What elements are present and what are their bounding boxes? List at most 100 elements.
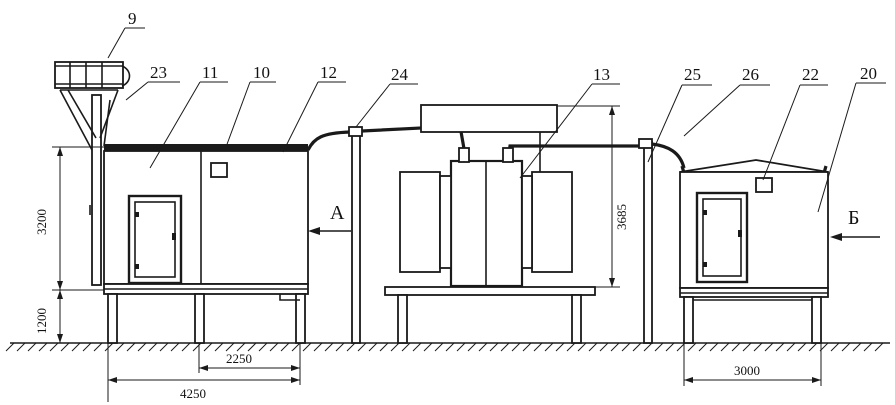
ground-hatch xyxy=(170,342,180,352)
radiator-right xyxy=(531,171,573,273)
ground-hatch xyxy=(203,342,213,352)
ground-hatch xyxy=(445,342,455,352)
left-building xyxy=(103,144,309,344)
ground-hatch xyxy=(247,342,257,352)
ground-hatch xyxy=(258,342,268,352)
ground-hatch xyxy=(588,342,598,352)
callout-20: 20 xyxy=(860,64,877,83)
ground-hatch xyxy=(390,342,400,352)
callout-23: 23 xyxy=(150,63,167,82)
ground-hatch xyxy=(379,342,389,352)
ground-hatch xyxy=(412,342,422,352)
callout-13: 13 xyxy=(593,65,610,84)
ground-hatch xyxy=(280,342,290,352)
ground-hatch xyxy=(467,342,477,352)
ground-hatch xyxy=(544,342,554,352)
ground-hatch xyxy=(863,342,873,352)
ground-hatch xyxy=(852,342,862,352)
callout-11: 11 xyxy=(202,63,218,82)
right-door xyxy=(695,191,749,284)
post-24 xyxy=(351,132,361,344)
ground-hatch xyxy=(775,342,785,352)
callout-26: 26 xyxy=(742,65,759,84)
ground-hatch xyxy=(192,342,202,352)
ground-hatch xyxy=(709,342,719,352)
ground-hatch xyxy=(731,342,741,352)
view-arrow-a: А xyxy=(308,202,351,235)
dim-1200: 1200 xyxy=(34,308,49,334)
left-window xyxy=(210,162,228,178)
transformer-plinth xyxy=(384,286,596,296)
ground-hatch xyxy=(71,342,81,352)
ground-hatch xyxy=(599,342,609,352)
dim-3685: 3685 xyxy=(614,204,629,230)
ground-hatch xyxy=(335,342,345,352)
ground-hatch xyxy=(49,342,59,352)
ground-hatch xyxy=(16,342,26,352)
ground-hatch xyxy=(643,342,653,352)
ground-hatch xyxy=(753,342,763,352)
ground-hatch xyxy=(489,342,499,352)
ground-hatch xyxy=(27,342,37,352)
dim-4250: 4250 xyxy=(180,386,206,401)
callout-10: 10 xyxy=(253,63,270,82)
callout-12: 12 xyxy=(320,63,337,82)
ground-hatch xyxy=(500,342,510,352)
clamp-24 xyxy=(348,126,363,137)
dim-3200: 3200 xyxy=(34,209,49,235)
ground-hatch xyxy=(610,342,620,352)
ground-hatch xyxy=(159,342,169,352)
callouts: 9 23 11 10 12 24 13 25 26 22 xyxy=(107,9,886,213)
dim-3000: 3000 xyxy=(734,363,760,378)
ground-hatch xyxy=(324,342,334,352)
ground-hatch xyxy=(621,342,631,352)
ground-hatch xyxy=(764,342,774,352)
left-pole xyxy=(54,61,131,286)
ground-hatch xyxy=(577,342,587,352)
ground-hatch xyxy=(181,342,191,352)
ground-hatch xyxy=(478,342,488,352)
ground-hatch xyxy=(291,342,301,352)
radiator-left xyxy=(399,171,441,273)
ground-hatch xyxy=(797,342,807,352)
ground-hatch xyxy=(148,342,158,352)
ground-hatch xyxy=(346,342,356,352)
ground-hatch xyxy=(533,342,543,352)
ground-hatch xyxy=(93,342,103,352)
ground-hatch xyxy=(654,342,664,352)
ground-hatch xyxy=(126,342,136,352)
ground-hatch xyxy=(357,342,367,352)
ground-hatch xyxy=(313,342,323,352)
ground-hatch xyxy=(401,342,411,352)
right-building xyxy=(679,159,829,344)
ground-hatch xyxy=(38,342,48,352)
ground-hatch xyxy=(368,342,378,352)
ground-hatch xyxy=(808,342,818,352)
ground-hatch xyxy=(115,342,125,352)
view-label-a: А xyxy=(330,202,345,224)
callout-25: 25 xyxy=(684,65,701,84)
ground-hatch xyxy=(236,342,246,352)
view-arrow-b: Б xyxy=(830,207,880,241)
conservator-tank xyxy=(420,104,558,133)
transformer-area xyxy=(306,104,686,344)
ground-hatch xyxy=(566,342,576,352)
ground xyxy=(5,342,890,352)
ground-hatch xyxy=(522,342,532,352)
ground-hatch xyxy=(225,342,235,352)
ground-hatch xyxy=(841,342,851,352)
ground-hatch xyxy=(104,342,114,352)
ground-hatch xyxy=(423,342,433,352)
view-label-b: Б xyxy=(848,207,859,229)
ground-hatch xyxy=(665,342,675,352)
post-25 xyxy=(643,141,653,344)
ground-hatch xyxy=(555,342,565,352)
pole-post xyxy=(91,94,102,286)
clamp-25 xyxy=(638,138,653,149)
ground-hatch xyxy=(632,342,642,352)
callout-9: 9 xyxy=(128,9,137,28)
ground-hatch xyxy=(786,342,796,352)
ground-hatch xyxy=(434,342,444,352)
callout-22: 22 xyxy=(802,65,819,84)
ground-hatch xyxy=(302,342,312,352)
